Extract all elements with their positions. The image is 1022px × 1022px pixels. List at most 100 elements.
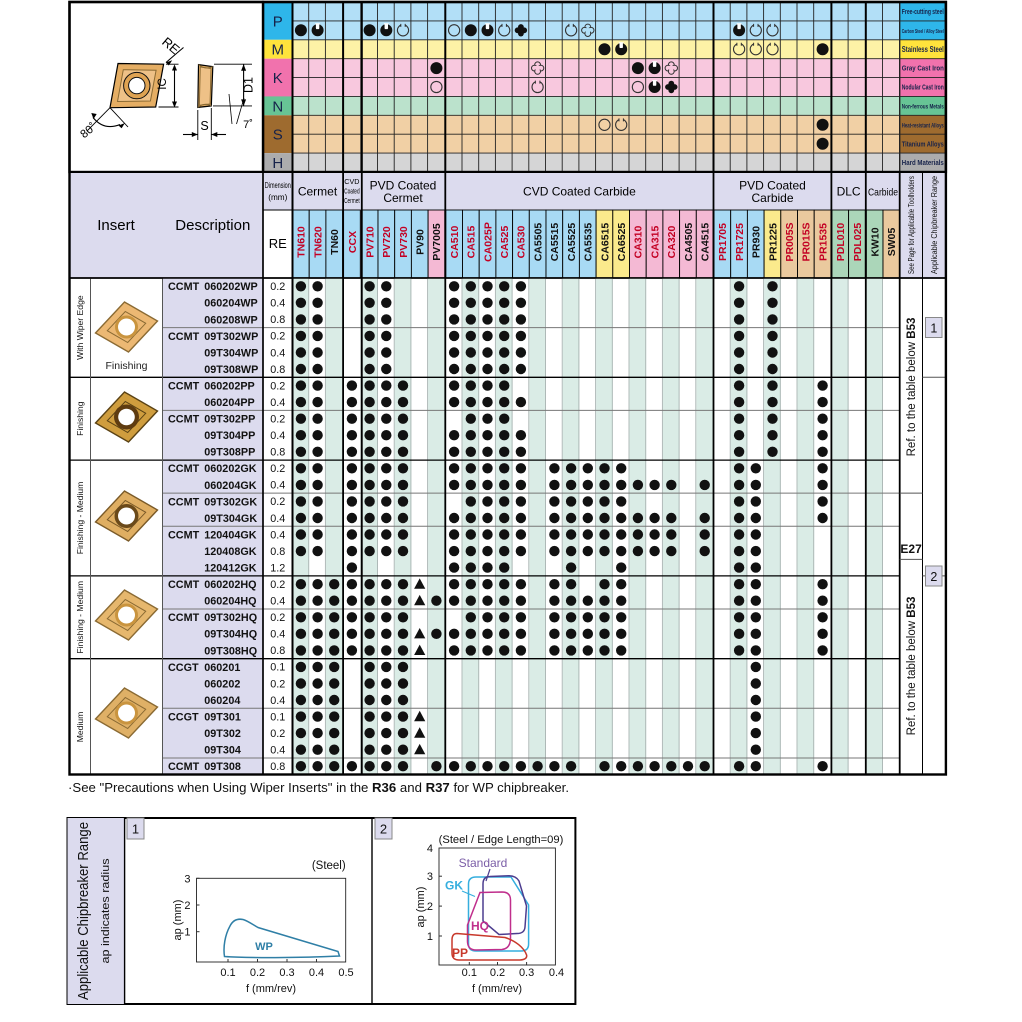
svg-text:(Steel / Edge Length=09): (Steel / Edge Length=09) — [439, 834, 564, 846]
svg-text:0.4: 0.4 — [270, 596, 285, 608]
svg-text:120408GK: 120408GK — [204, 546, 256, 558]
svg-text:CA525: CA525 — [499, 225, 511, 258]
svg-text:09T308PP: 09T308PP — [204, 447, 255, 459]
svg-text:0.1: 0.1 — [270, 662, 285, 674]
svg-text:0.2: 0.2 — [270, 728, 285, 740]
svg-text:TN610: TN610 — [296, 226, 308, 258]
svg-text:CA510: CA510 — [449, 225, 461, 258]
svg-text:TN620: TN620 — [312, 226, 324, 258]
svg-text:0.2: 0.2 — [490, 967, 505, 979]
svg-text:S: S — [273, 127, 283, 144]
svg-text:0.4: 0.4 — [270, 347, 285, 359]
svg-text:PVD Coated: PVD Coated — [739, 179, 806, 193]
svg-text:CA530: CA530 — [516, 225, 528, 258]
svg-text:CCMT: CCMT — [168, 529, 200, 541]
svg-text:0.4: 0.4 — [270, 695, 285, 707]
svg-text:060202PP: 060202PP — [204, 381, 254, 393]
svg-text:0.3: 0.3 — [279, 967, 294, 979]
svg-text:0.2: 0.2 — [270, 331, 285, 343]
svg-text:2: 2 — [184, 900, 190, 912]
svg-text:CA5535: CA5535 — [583, 223, 595, 262]
svg-text:Medium: Medium — [75, 712, 85, 743]
svg-text:Finishing: Finishing — [75, 401, 85, 436]
svg-text:Ref. to the table below B53: Ref. to the table below B53 — [906, 597, 918, 736]
svg-text:PR005S: PR005S — [784, 222, 796, 261]
svg-text:09T302PP: 09T302PP — [204, 414, 255, 426]
svg-text:CCMT: CCMT — [168, 331, 200, 343]
svg-text:CA320: CA320 — [666, 225, 678, 258]
svg-text:PVD Coated: PVD Coated — [370, 179, 437, 193]
svg-text:060202HQ: 060202HQ — [204, 579, 256, 591]
svg-text:3: 3 — [184, 873, 190, 885]
svg-text:Applicable Chipbreaker Range: Applicable Chipbreaker Range — [930, 176, 939, 274]
svg-text:CCMT: CCMT — [168, 281, 200, 293]
svg-text:CA5515: CA5515 — [549, 223, 561, 262]
svg-text:f (mm/rev): f (mm/rev) — [246, 983, 296, 995]
svg-text:09T304PP: 09T304PP — [204, 430, 255, 442]
svg-text:0.4: 0.4 — [270, 298, 285, 310]
svg-text:TN60: TN60 — [329, 229, 341, 255]
svg-text:CCMT: CCMT — [168, 612, 200, 624]
svg-text:0.2: 0.2 — [270, 281, 285, 293]
svg-text:PR930: PR930 — [751, 226, 763, 258]
svg-text:ap (mm): ap (mm) — [415, 887, 427, 928]
svg-text:·See "Precautions when Using W: ·See "Precautions when Using Wiper Inser… — [68, 780, 569, 795]
svg-text:0.8: 0.8 — [270, 645, 285, 657]
svg-text:060204WP: 060204WP — [204, 298, 257, 310]
svg-text:09T304GK: 09T304GK — [204, 513, 257, 525]
svg-text:2: 2 — [930, 570, 937, 584]
svg-text:f (mm/rev): f (mm/rev) — [472, 983, 522, 995]
svg-text:PV710: PV710 — [364, 226, 376, 258]
svg-text:CCMT: CCMT — [168, 496, 200, 508]
svg-text:0.4: 0.4 — [270, 480, 285, 492]
svg-text:09T308HQ: 09T308HQ — [204, 645, 257, 657]
svg-text:KW10: KW10 — [870, 227, 882, 256]
svg-text:120412GK: 120412GK — [204, 563, 256, 575]
svg-text:0.2: 0.2 — [250, 967, 265, 979]
svg-text:Insert: Insert — [97, 217, 135, 234]
svg-text:3: 3 — [427, 871, 433, 883]
svg-text:0.3: 0.3 — [519, 967, 534, 979]
svg-text:PDL025: PDL025 — [852, 223, 864, 262]
svg-text:K: K — [273, 70, 283, 87]
svg-text:Cermet: Cermet — [298, 185, 338, 199]
svg-text:DLC: DLC — [837, 185, 861, 199]
svg-text:09T304HQ: 09T304HQ — [204, 629, 257, 641]
svg-text:0.1: 0.1 — [220, 967, 235, 979]
svg-text:CCMT: CCMT — [168, 761, 200, 773]
svg-text:0.8: 0.8 — [270, 447, 285, 459]
svg-text:1: 1 — [930, 322, 937, 336]
svg-text:PV7005: PV7005 — [431, 223, 443, 261]
svg-text:PV720: PV720 — [381, 226, 393, 258]
svg-text:M: M — [272, 42, 285, 59]
svg-text:Finishing: Finishing — [105, 360, 147, 372]
svg-text:Nodular Cast Iron: Nodular Cast Iron — [902, 85, 944, 92]
svg-text:09T302: 09T302 — [204, 728, 241, 740]
svg-text:D1: D1 — [242, 77, 256, 93]
svg-text:IC: IC — [157, 78, 169, 90]
svg-text:CA4505: CA4505 — [683, 223, 695, 262]
svg-text:0.8: 0.8 — [270, 546, 285, 558]
svg-text:H: H — [272, 155, 283, 172]
svg-text:PP: PP — [452, 946, 468, 960]
svg-text:060202GK: 060202GK — [204, 463, 256, 475]
svg-text:CCMT: CCMT — [168, 579, 200, 591]
svg-text:CA025P: CA025P — [482, 222, 494, 262]
svg-text:0.2: 0.2 — [270, 380, 285, 392]
svg-text:S: S — [200, 119, 208, 133]
svg-text:2: 2 — [427, 901, 433, 913]
svg-text:060204PP: 060204PP — [204, 397, 254, 409]
svg-text:CA6515: CA6515 — [599, 223, 611, 262]
svg-text:CCMT: CCMT — [168, 463, 200, 475]
svg-text:Free-cutting steel: Free-cutting steel — [902, 7, 944, 16]
svg-text:2: 2 — [380, 822, 387, 837]
svg-text:0.4: 0.4 — [270, 397, 285, 409]
svg-text:Stainless Steel: Stainless Steel — [902, 45, 944, 54]
svg-text:0.1: 0.1 — [462, 967, 477, 979]
svg-text:0.2: 0.2 — [270, 612, 285, 624]
svg-text:HQ: HQ — [471, 919, 489, 933]
svg-text:PR1705: PR1705 — [717, 223, 729, 261]
svg-text:09T302WP: 09T302WP — [204, 331, 258, 343]
svg-text:0.8: 0.8 — [270, 364, 285, 376]
svg-text:Dimension: Dimension — [265, 181, 291, 190]
